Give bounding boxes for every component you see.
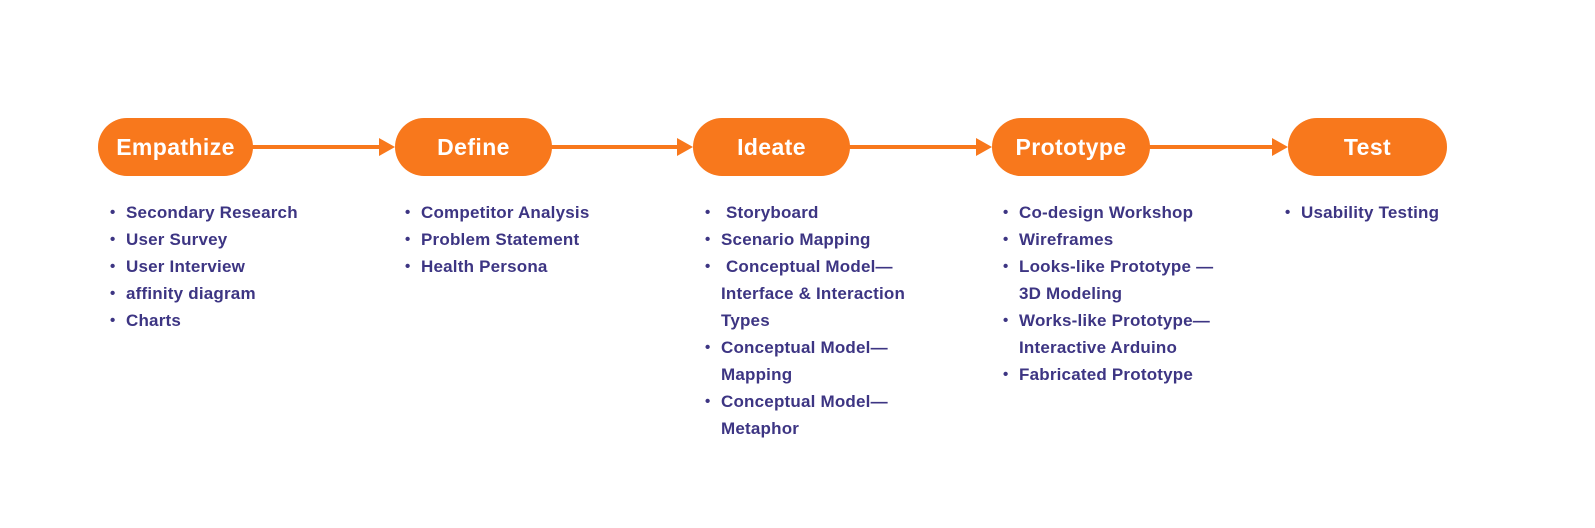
list-item-label: Scenario Mapping xyxy=(721,230,871,249)
list-item-label: User Survey xyxy=(126,230,228,249)
list-item: • Usability Testing xyxy=(1285,199,1447,226)
stage-prototype: Prototype•Co-design Workshop•Wireframes•… xyxy=(992,118,1213,388)
bullet-dot-icon: • xyxy=(1003,366,1009,383)
arrow-right-icon xyxy=(1272,138,1288,156)
list-item: • Competitor Analysis xyxy=(405,199,589,226)
bullet-dot-icon: • xyxy=(1003,204,1009,221)
bullet-dot-icon: • xyxy=(110,204,116,221)
list-item-label: Co-design Workshop xyxy=(1019,203,1194,222)
stage-define: Define • Competitor Analysis • Problem State… xyxy=(395,118,589,280)
arrow-right-icon xyxy=(379,138,395,156)
list-item-label: Looks-like Prototype — 3D Modeling xyxy=(1019,257,1214,303)
list-item-label: Fabricated Prototype xyxy=(1019,365,1194,384)
bullet-dot-icon: • xyxy=(405,231,411,248)
list-item: • Storyboard xyxy=(705,199,905,226)
bullet-dot-icon: • xyxy=(110,285,116,302)
list-item: • Conceptual Model— Interface & Interact… xyxy=(705,253,905,334)
flow-arrow-line xyxy=(251,145,379,149)
flow-arrow-line xyxy=(550,145,677,149)
list-item-label: Conceptual Model— Metaphor xyxy=(721,392,888,438)
list-item: • User Interview xyxy=(110,253,298,280)
bullet-dot-icon: • xyxy=(1003,231,1009,248)
stage-pill-ideate: Ideate xyxy=(693,118,850,176)
bullet-dot-icon: • xyxy=(110,258,116,275)
list-item: • affinity diagram xyxy=(110,280,298,307)
list-item-label: Storyboard xyxy=(721,203,819,222)
stage-pill-empathize: Empathize xyxy=(98,118,253,176)
stage-method-list: • Competitor Analysis • Problem Statement • H… xyxy=(405,199,589,280)
list-item: • Conceptual Model— Metaphor xyxy=(705,388,905,442)
list-item: • Secondary Research xyxy=(110,199,298,226)
arrow-right-icon xyxy=(677,138,693,156)
list-item-label: Health Persona xyxy=(421,257,548,276)
stage-method-list: • Secondary Research • User Survey • User Int… xyxy=(110,199,298,334)
bullet-dot-icon: • xyxy=(405,204,411,221)
bullet-dot-icon: • xyxy=(1003,312,1009,329)
stage-pill-define: Define xyxy=(395,118,552,176)
stage-method-list: • Storyboard•Scenario Mapping• Conceptua… xyxy=(705,199,905,442)
list-item: • Scenario Mapping xyxy=(705,226,905,253)
list-item-label: Usability Testing xyxy=(1301,203,1440,222)
bullet-dot-icon: • xyxy=(705,231,711,248)
bullet-dot-icon: • xyxy=(405,258,411,275)
list-item-label: affinity diagram xyxy=(126,284,256,303)
bullet-dot-icon: • xyxy=(705,204,711,221)
stage-test: Test • Usability Testing xyxy=(1285,118,1447,226)
bullet-dot-icon: • xyxy=(705,258,711,275)
bullet-dot-icon: • xyxy=(705,393,711,410)
list-item: • Problem Statement xyxy=(405,226,589,253)
bullet-dot-icon: • xyxy=(1285,204,1291,221)
list-item-label: Charts xyxy=(126,311,182,330)
bullet-dot-icon: • xyxy=(705,339,711,356)
list-item-label: Conceptual Model— Interface & Interactio… xyxy=(721,257,906,330)
stage-method-list: • Co-design Workshop • Wireframes • Looks-lik… xyxy=(1003,199,1213,388)
stage-method-list: • Usability Testing xyxy=(1285,199,1447,226)
list-item-label: Problem Statement xyxy=(421,230,580,249)
list-item: • Wireframes xyxy=(1003,226,1213,253)
list-item: • Co-design Workshop xyxy=(1003,199,1213,226)
list-item: • Charts xyxy=(110,307,298,334)
list-item: • Looks-like Prototype — 3D Modeling xyxy=(1003,253,1213,307)
arrow-right-icon xyxy=(976,138,992,156)
list-item: • User Survey xyxy=(110,226,298,253)
list-item: • Fabricated Prototype xyxy=(1003,361,1213,388)
bullet-dot-icon: • xyxy=(110,231,116,248)
stage-ideate: Ideate• Storyboard•Scenario Mapping• Con… xyxy=(693,118,905,442)
stage-empathize: Empathize • Secondary Research • User Survey… xyxy=(98,118,298,334)
list-item-label: Works-like Prototype— Interactive Arduin… xyxy=(1019,311,1210,357)
stage-pill-prototype: Prototype xyxy=(992,118,1150,176)
list-item: • Works-like Prototype— Interactive Ardui… xyxy=(1003,307,1213,361)
list-item: • Conceptual Model— Mapping xyxy=(705,334,905,388)
list-item-label: User Interview xyxy=(126,257,246,276)
list-item-label: Competitor Analysis xyxy=(421,203,590,222)
list-item: • Health Persona xyxy=(405,253,589,280)
list-item-label: Conceptual Model— Mapping xyxy=(721,338,888,384)
list-item-label: Secondary Research xyxy=(126,203,298,222)
flow-arrow-line xyxy=(1148,145,1272,149)
bullet-dot-icon: • xyxy=(1003,258,1009,275)
list-item-label: Wireframes xyxy=(1019,230,1114,249)
stage-pill-test: Test xyxy=(1288,118,1447,176)
flow-arrow-line xyxy=(848,145,976,149)
bullet-dot-icon: • xyxy=(110,312,116,329)
